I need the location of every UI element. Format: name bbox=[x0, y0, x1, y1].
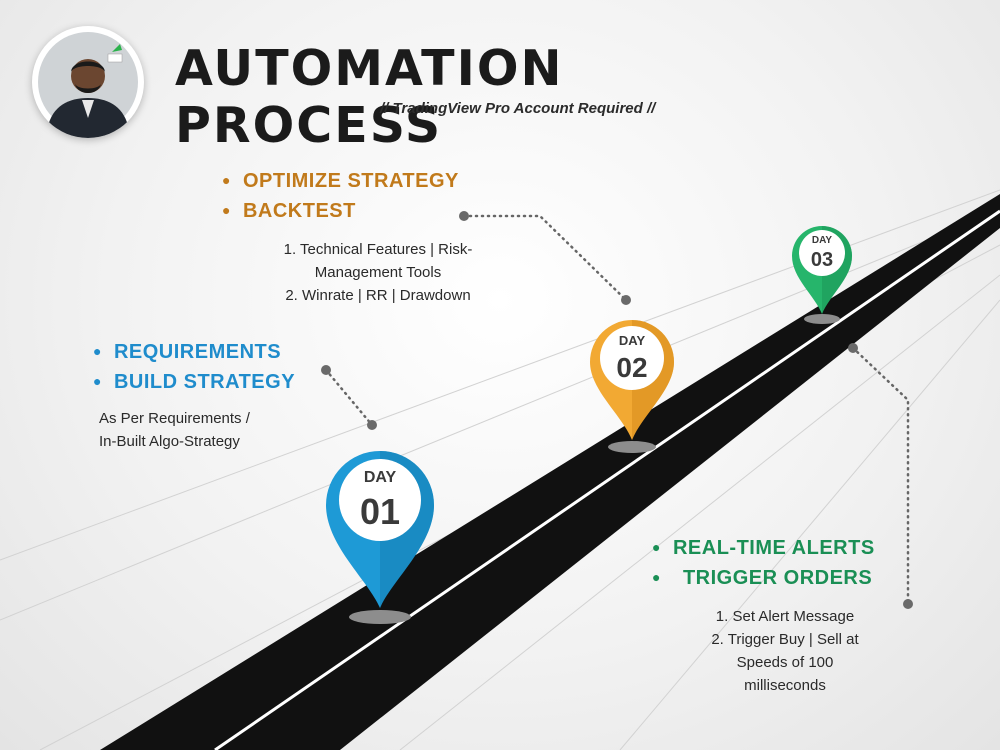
day-02-pin: DAY 02 bbox=[590, 320, 674, 440]
step-2-line: 2. Winrate | RR | Drawdown bbox=[285, 287, 471, 304]
step-3-bullet: ●TRIGGER ORDERS bbox=[652, 567, 873, 589]
step-3-block: ●REAL-TIME ALERTS ●TRIGGER ORDERS bbox=[652, 537, 875, 590]
connector-day02 bbox=[462, 214, 628, 302]
step-3-bullet: ●REAL-TIME ALERTS bbox=[652, 537, 875, 559]
step-1-details: As Per Requirements / In-Built Algo-Stra… bbox=[99, 407, 339, 453]
day-03-number: 03 bbox=[811, 249, 833, 271]
step-2-block: ●OPTIMIZE STRATEGY ●BACKTEST bbox=[222, 170, 459, 223]
connector-dots bbox=[321, 211, 913, 609]
step-2-bullet: ●OPTIMIZE STRATEGY bbox=[222, 170, 459, 192]
bullet-dot-icon: ● bbox=[222, 172, 231, 188]
perspective-line bbox=[399, 274, 1000, 750]
day-01-label: DAY bbox=[364, 469, 397, 486]
bullet-dot-icon: ● bbox=[652, 569, 661, 585]
pin-shadow bbox=[608, 441, 656, 453]
step-1-block: ●REQUIREMENTS ●BUILD STRATEGY bbox=[93, 341, 295, 394]
step-1-bullet: ●REQUIREMENTS bbox=[93, 341, 282, 363]
step-1-bullet: ●BUILD STRATEGY bbox=[93, 371, 296, 393]
page-subtitle: // TradingView Pro Account Required // bbox=[380, 100, 656, 117]
day-02-number: 02 bbox=[616, 352, 647, 383]
road-center-line bbox=[214, 209, 1000, 750]
connectors bbox=[324, 214, 910, 606]
day-01-pin: DAY 01 bbox=[326, 451, 434, 608]
day-01-number: 01 bbox=[360, 491, 400, 532]
step-2-line: Management Tools bbox=[314, 264, 442, 281]
perspective-line bbox=[619, 299, 1000, 750]
pin-shadow bbox=[804, 314, 840, 324]
step-3-line: 1. Set Alert Message bbox=[715, 608, 855, 625]
step-2-line: 1. Technical Features | Risk- bbox=[283, 241, 473, 258]
bullet-dot-icon: ● bbox=[652, 539, 661, 555]
step-3-details: 1. Set Alert Message 2. Trigger Buy | Se… bbox=[680, 605, 890, 697]
day-03-pin: DAY 03 bbox=[792, 226, 852, 314]
page-title: AUTOMATION PROCESS bbox=[175, 40, 564, 154]
avatar bbox=[32, 26, 144, 138]
step-2-bullet: ●BACKTEST bbox=[222, 200, 356, 222]
bullet-dot-icon: ● bbox=[93, 373, 102, 389]
step-3-line: 2. Trigger Buy | Sell at bbox=[711, 631, 859, 648]
road bbox=[100, 194, 1000, 750]
step-2-details: 1. Technical Features | Risk- Management… bbox=[238, 238, 518, 307]
step-3-line: milliseconds bbox=[744, 677, 826, 694]
profile-photo-icon bbox=[38, 32, 138, 138]
day-03-label: DAY bbox=[812, 235, 833, 246]
step-3-line: Speeds of 100 bbox=[736, 654, 834, 671]
connector-day01 bbox=[324, 368, 374, 427]
bullet-dot-icon: ● bbox=[222, 202, 231, 218]
day-02-label: DAY bbox=[619, 333, 646, 348]
connector-day03 bbox=[851, 346, 910, 606]
step-1-line: In-Built Algo-Strategy bbox=[99, 433, 240, 450]
step-1-line: As Per Requirements / bbox=[99, 410, 250, 427]
bullet-dot-icon: ● bbox=[93, 343, 102, 359]
pin-shadow bbox=[349, 610, 411, 624]
